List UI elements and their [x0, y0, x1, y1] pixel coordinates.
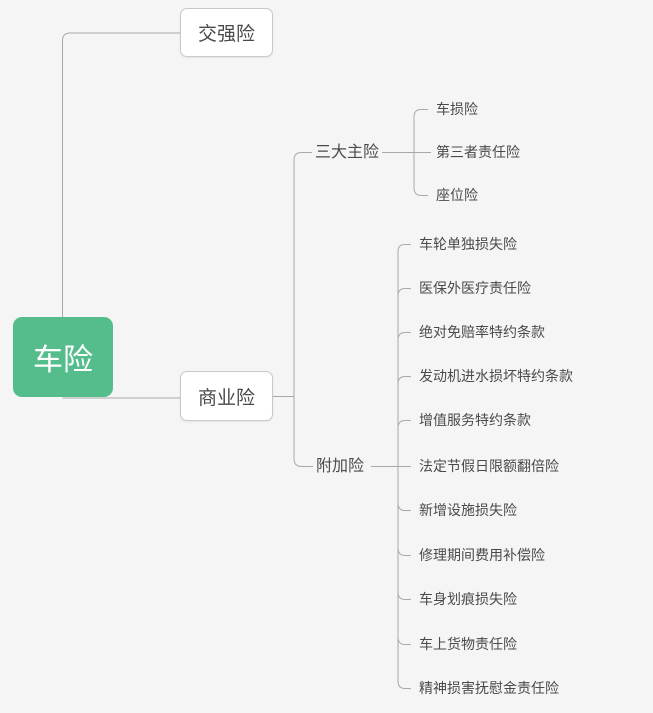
leaf-main-coverage-item[interactable]: 座位险 — [436, 187, 478, 203]
leaf-main-coverage-item[interactable]: 车损险 — [436, 101, 478, 117]
leaf-addon-coverage-item[interactable]: 法定节假日限额翻倍险 — [419, 458, 559, 474]
leaf-addon-coverage-item[interactable]: 发动机进水损坏特约条款 — [419, 368, 573, 384]
leaf-addon-coverage-item[interactable]: 车上货物责任险 — [419, 636, 517, 652]
leaf-addon-coverage-item[interactable]: 车轮单独损失险 — [419, 236, 517, 252]
branch-three-main-coverages[interactable]: 三大主险 — [315, 144, 380, 161]
leaf-addon-coverage-item[interactable]: 新增设施损失险 — [419, 502, 517, 518]
leaf-addon-coverage-item[interactable]: 修理期间费用补偿险 — [419, 547, 545, 563]
leaf-addon-coverage-item[interactable]: 车身划痕损失险 — [419, 591, 517, 607]
leaf-main-coverage-item[interactable]: 第三者责任险 — [436, 144, 520, 160]
leaf-addon-coverage-item[interactable]: 增值服务特约条款 — [419, 412, 531, 428]
node-commercial-insurance[interactable]: 商业险 — [180, 371, 273, 421]
leaf-addon-coverage-item[interactable]: 医保外医疗责任险 — [419, 280, 531, 296]
root-node-car-insurance[interactable]: 车险 — [13, 317, 113, 397]
leaf-addon-coverage-item[interactable]: 精神损害抚慰金责任险 — [419, 680, 559, 696]
leaf-addon-coverage-item[interactable]: 绝对免赔率特约条款 — [419, 324, 545, 340]
branch-addon-coverages[interactable]: 附加险 — [316, 458, 365, 475]
node-compulsory-insurance[interactable]: 交强险 — [180, 8, 273, 57]
